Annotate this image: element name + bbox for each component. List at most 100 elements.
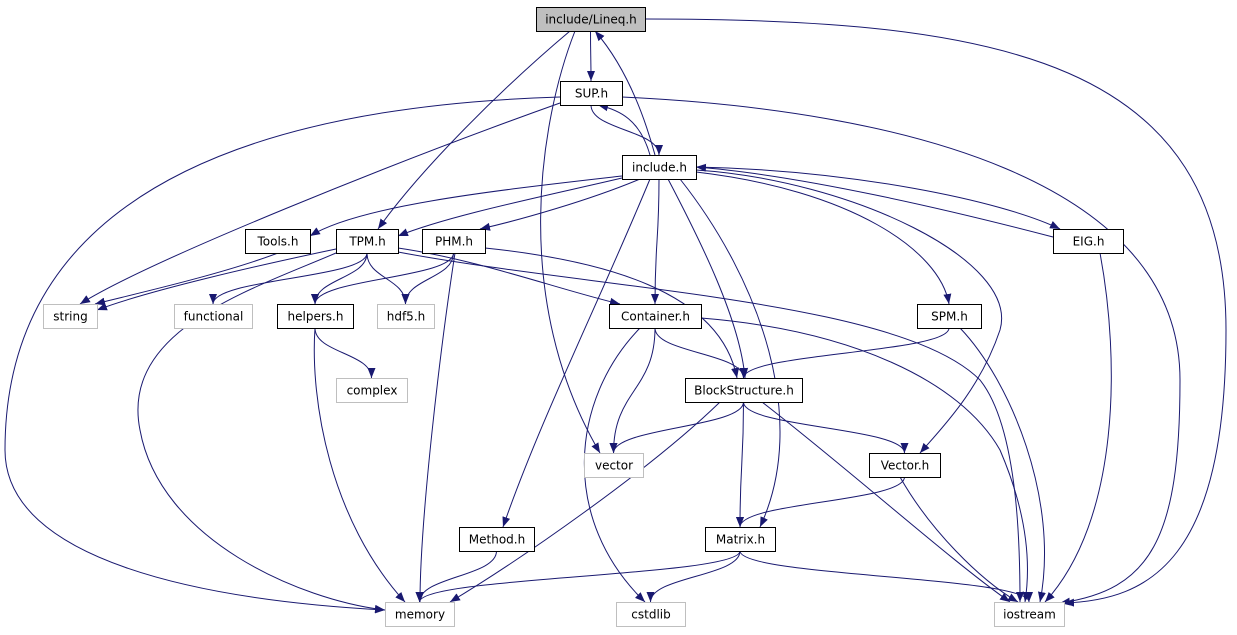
edge-blockstructure-to-vector	[609, 401, 744, 454]
node-box-eig	[1053, 229, 1124, 254]
node-memory[interactable]: memory	[385, 602, 455, 627]
node-spm[interactable]: SPM.h	[917, 304, 982, 329]
node-hdf5[interactable]: hdf5.h	[377, 304, 435, 329]
edge-include-to-eig	[695, 166, 1061, 230]
node-box-vectorh	[869, 453, 941, 478]
node-label-string: string	[53, 310, 87, 324]
edge-tpm-to-string	[96, 248, 337, 311]
node-label-cstdlib: cstdlib	[631, 608, 670, 622]
node-label-method: Method.h	[469, 533, 525, 547]
edge-tpm-to-helpers	[311, 252, 368, 305]
edge-phm-to-blockstructure	[484, 247, 740, 379]
node-box-sup	[560, 81, 623, 106]
node-label-memory: memory	[395, 608, 445, 622]
node-eig[interactable]: EIG.h	[1053, 229, 1124, 254]
edge-tpm-to-container	[397, 247, 621, 306]
node-box-matrix	[705, 527, 776, 552]
node-complex[interactable]: complex	[336, 378, 408, 403]
edge-include-to-phm	[479, 178, 641, 231]
edge-blockstructure-to-matrix	[736, 401, 745, 528]
node-lineq[interactable]: include/Lineq.h	[536, 7, 646, 32]
edge-matrix-to-memory	[415, 550, 741, 603]
node-helpers[interactable]: helpers.h	[277, 304, 354, 329]
edge-lineq-to-sup	[586, 30, 595, 82]
edge-sup-to-memory	[4, 96, 561, 614]
edge-vectorh-to-iostream	[899, 476, 1019, 603]
node-container[interactable]: Container.h	[609, 304, 702, 329]
node-label-tools: Tools.h	[257, 235, 299, 249]
node-box-cstdlib	[616, 602, 686, 627]
node-tools[interactable]: Tools.h	[245, 229, 311, 254]
node-label-matrix: Matrix.h	[716, 533, 765, 547]
edge-helpers-to-complex	[314, 327, 376, 379]
node-label-vector: vector	[595, 459, 633, 473]
node-string[interactable]: string	[43, 304, 98, 329]
edge-phm-to-helpers	[311, 252, 454, 305]
node-box-spm	[917, 304, 982, 329]
node-phm[interactable]: PHM.h	[422, 229, 486, 254]
node-box-lineq	[536, 7, 646, 32]
node-cstdlib[interactable]: cstdlib	[616, 602, 686, 627]
edge-lineq-to-vector	[540, 30, 601, 454]
edge-container-to-blockstructure	[654, 327, 748, 379]
edge-sup-to-iostream	[621, 96, 1181, 606]
edge-spm-to-blockstructure	[739, 327, 950, 379]
node-functional[interactable]: functional	[174, 304, 253, 329]
node-label-functional: functional	[184, 310, 244, 324]
node-iostream[interactable]: iostream	[994, 602, 1065, 627]
edge-container-to-vector	[609, 327, 656, 454]
node-label-lineq: include/Lineq.h	[545, 13, 637, 27]
node-method[interactable]: Method.h	[459, 527, 535, 552]
node-label-blockstructure: BlockStructure.h	[694, 384, 794, 398]
edge-eig-to-include	[695, 163, 1054, 238]
node-label-container: Container.h	[621, 310, 690, 324]
node-box-iostream	[994, 602, 1065, 627]
node-box-memory	[385, 602, 455, 627]
node-label-helpers: helpers.h	[288, 310, 344, 324]
node-blockstructure[interactable]: BlockStructure.h	[685, 378, 803, 403]
edge-tpm-to-iostream	[397, 251, 1024, 603]
node-box-functional	[174, 304, 253, 329]
edge-phm-to-memory	[416, 252, 456, 603]
edge-lineq-to-tpm	[377, 30, 571, 230]
edge-include-to-container	[651, 178, 660, 305]
edge-include-to-blockstructure	[667, 178, 749, 379]
edge-blockstructure-to-memory	[449, 401, 721, 603]
node-include[interactable]: include.h	[622, 155, 697, 180]
node-vectorh[interactable]: Vector.h	[869, 453, 941, 478]
node-box-complex	[336, 378, 408, 403]
node-box-tpm	[336, 229, 399, 254]
edge-phm-to-hdf5	[401, 252, 454, 305]
edge-spm-to-iostream	[959, 327, 1046, 603]
edge-vectorh-to-matrix	[736, 476, 905, 528]
edge-include-to-sup	[597, 103, 651, 156]
node-vector[interactable]: vector	[584, 453, 644, 478]
node-box-include	[622, 155, 697, 180]
node-label-eig: EIG.h	[1073, 235, 1105, 249]
edge-helpers-to-memory	[313, 327, 406, 603]
edge-include-to-tpm	[397, 177, 623, 237]
node-sup[interactable]: SUP.h	[560, 81, 623, 106]
node-label-tpm: TPM.h	[348, 235, 385, 249]
node-label-complex: complex	[347, 384, 398, 398]
node-label-include: include.h	[632, 161, 687, 175]
edge-include-to-tools	[309, 175, 623, 237]
node-label-spm: SPM.h	[931, 310, 968, 324]
node-box-tools	[245, 229, 311, 254]
node-box-method	[459, 527, 535, 552]
edge-matrix-to-iostream	[739, 550, 1033, 603]
node-box-hdf5	[377, 304, 435, 329]
node-tpm[interactable]: TPM.h	[336, 229, 399, 254]
node-box-vector	[584, 453, 644, 478]
edge-blockstructure-to-iostream	[761, 401, 1011, 603]
edge-include-to-method	[502, 178, 651, 528]
edge-include-to-spm	[695, 171, 952, 305]
edge-sup-to-string	[79, 102, 561, 305]
edge-tpm-to-functional	[209, 252, 368, 305]
node-matrix[interactable]: Matrix.h	[705, 527, 776, 552]
node-box-string	[43, 304, 98, 329]
edge-include-to-matrix	[679, 178, 781, 528]
edge-include-to-vectorh	[695, 169, 1003, 454]
node-box-blockstructure	[685, 378, 803, 403]
